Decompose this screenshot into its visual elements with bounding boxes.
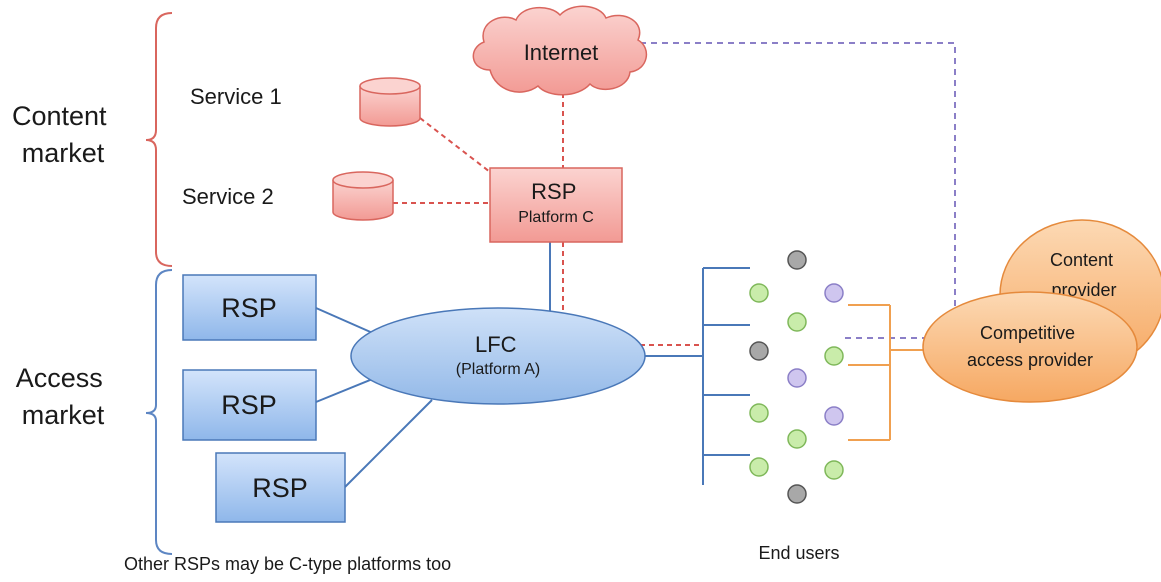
end-user-node [824, 346, 844, 366]
content-market-label: Content market [12, 101, 114, 168]
end-user-node [749, 283, 769, 303]
end-user-node [824, 283, 844, 303]
end-user-node [749, 457, 769, 477]
rsp-box-3 [215, 452, 346, 523]
access-market-label: Access market [16, 363, 111, 430]
provider-bus [848, 304, 930, 441]
rsp-box-2 [182, 369, 317, 441]
end-user-node [787, 484, 807, 504]
end-user-node [787, 250, 807, 270]
footnote-label: Other RSPs may be C-type platforms too [124, 554, 451, 574]
lfc-platform-ellipse [350, 307, 646, 405]
access-market-bracket [145, 269, 173, 555]
end-user-node [749, 341, 769, 361]
rsp-box-2-label: RSP [221, 390, 277, 420]
end-user-node [787, 312, 807, 332]
rsp-box-1 [182, 274, 317, 341]
end-user-nodes [749, 250, 844, 504]
end-user-node [824, 460, 844, 480]
service2-database-icon [332, 171, 394, 221]
rsp-platform-c-box [489, 167, 623, 243]
service2-label: Service 2 [182, 184, 274, 209]
end-user-bus [702, 267, 750, 485]
rsp2-lfc-link [315, 377, 376, 403]
service1-database-icon [359, 77, 421, 127]
content-market-bracket [145, 12, 173, 267]
internet-cloud [472, 5, 648, 96]
end-user-node [824, 406, 844, 426]
rsp3-lfc-link [344, 399, 433, 488]
rsp-box-3-label: RSP [252, 473, 308, 503]
end-user-node [787, 368, 807, 388]
end-user-node [787, 429, 807, 449]
competitive-access-provider-ellipse [922, 291, 1138, 403]
rsp-platform-c-label: RSP Platform C [518, 179, 594, 226]
service1-link [419, 117, 491, 173]
rsp-box-1-label: RSP [221, 293, 277, 323]
internet-link-dashed [640, 42, 956, 338]
end-users-label: End users [758, 543, 839, 563]
lfc-label: LFC (Platform A) [456, 332, 540, 378]
rsp1-lfc-link [315, 307, 376, 335]
internet-label: Internet [524, 40, 599, 65]
end-user-node [749, 403, 769, 423]
competitive-access-provider-label: Competitive access provider [967, 323, 1093, 370]
service1-label: Service 1 [190, 84, 282, 109]
